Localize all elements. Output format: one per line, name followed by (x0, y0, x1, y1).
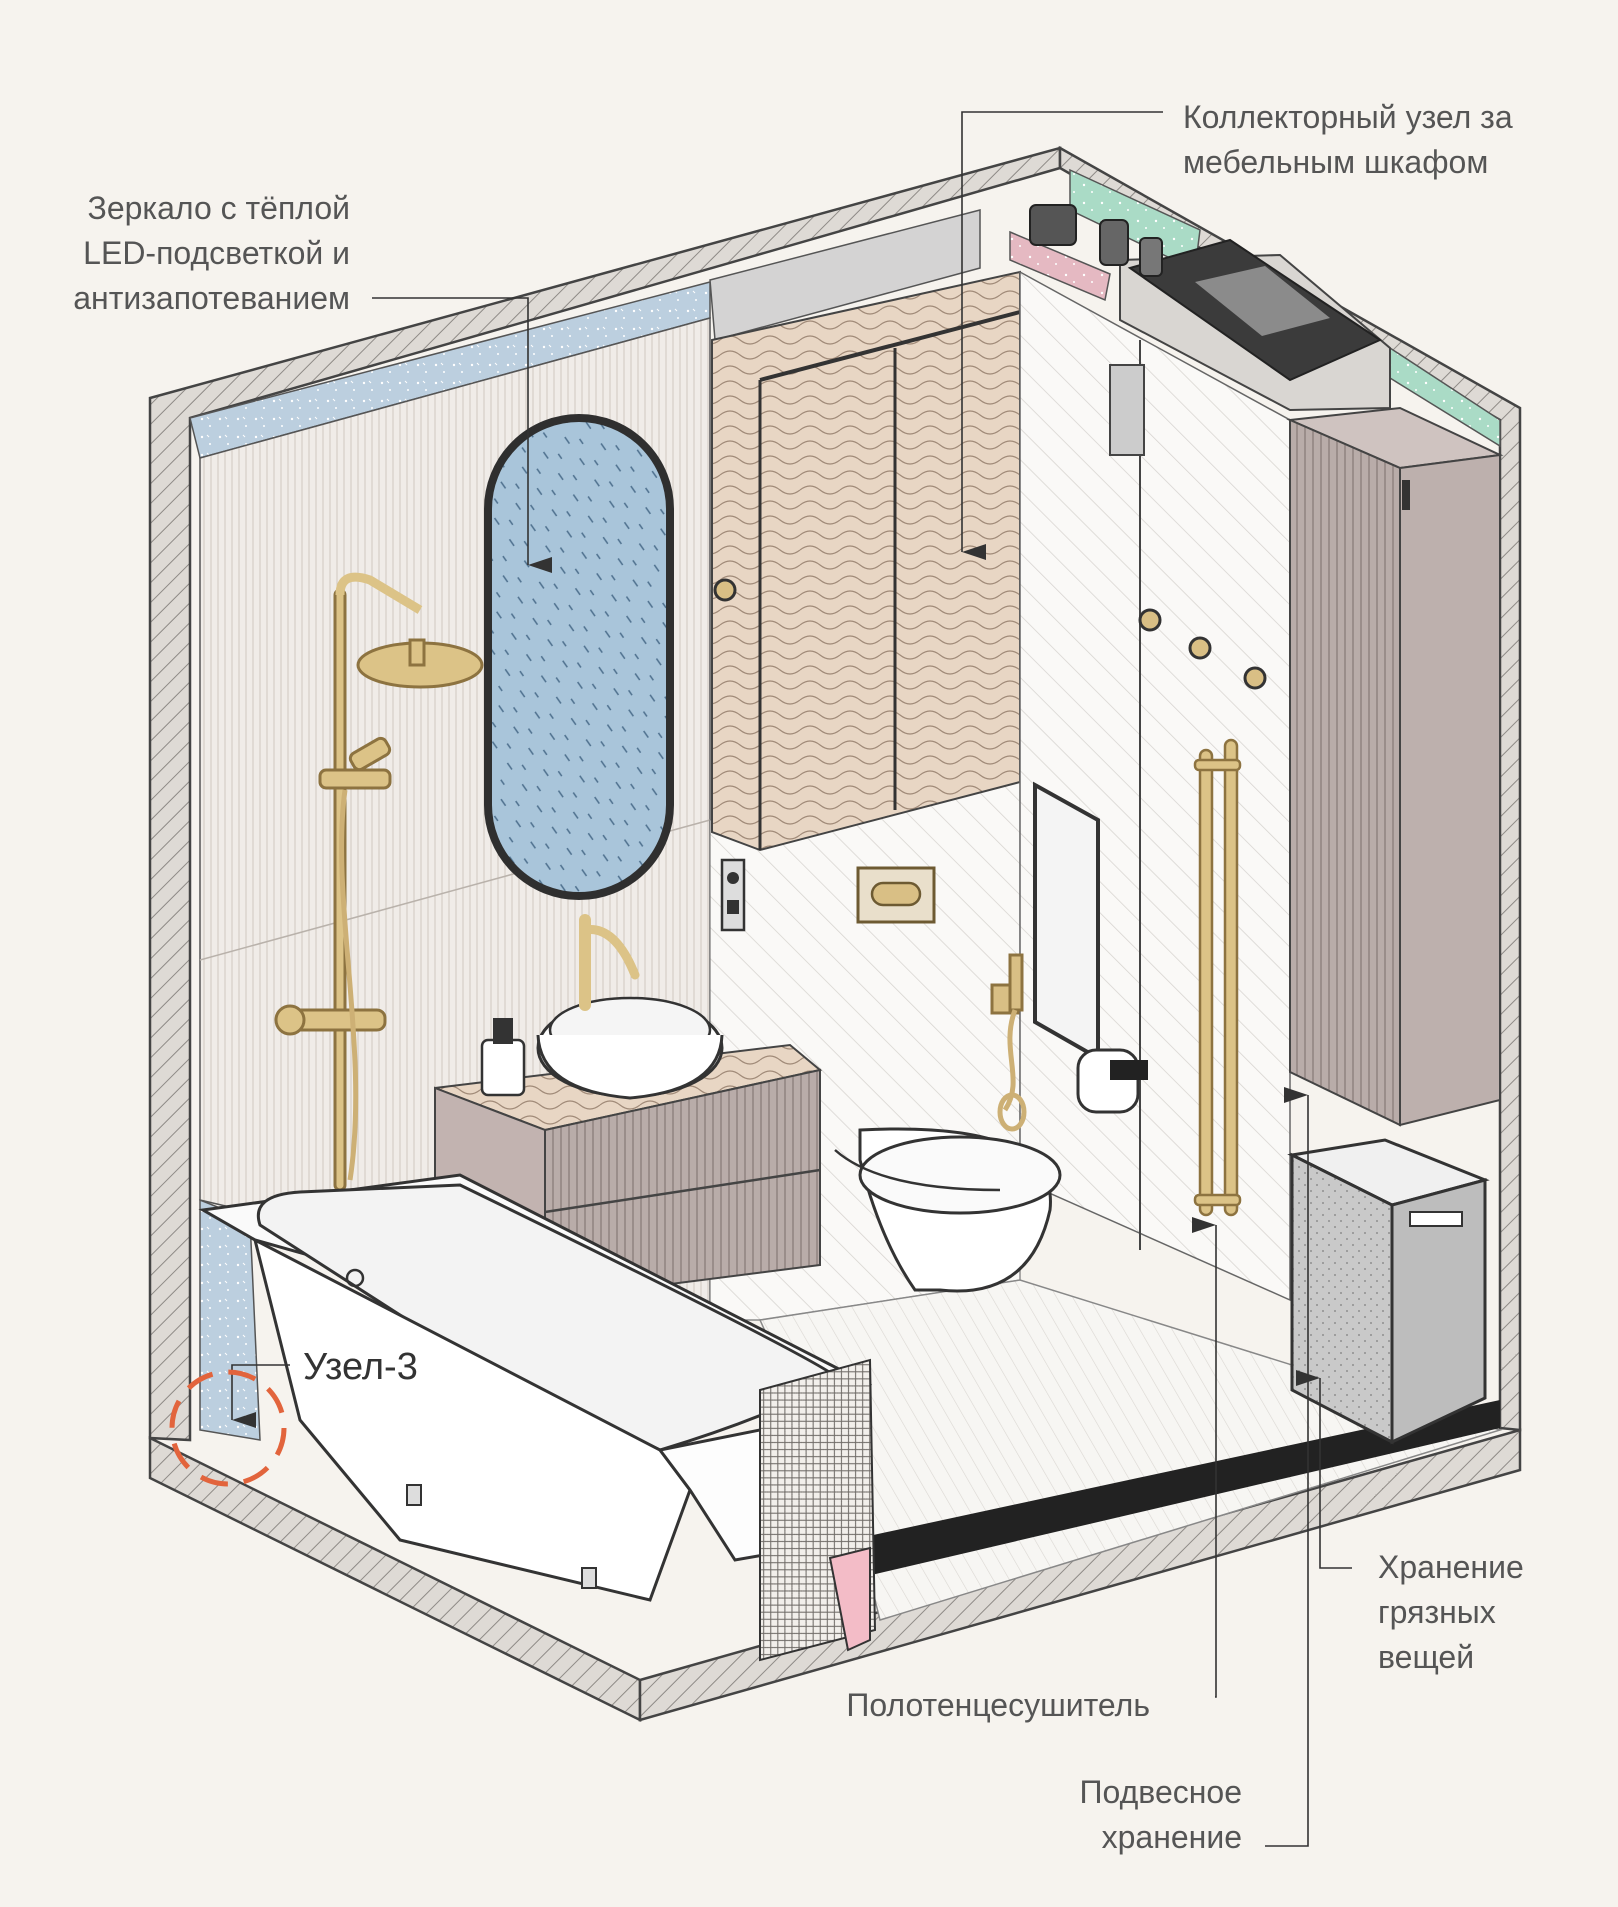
node-3-marker (169, 1369, 287, 1487)
wall-niche (1033, 781, 1100, 1062)
callout-laundry: Хранение грязных вещей (1378, 1545, 1524, 1680)
callout-hanging-line-2: хранение (1101, 1819, 1242, 1855)
callout-collector-line-2: мебельным шкафом (1183, 144, 1489, 180)
callout-hanging-storage: Подвесное хранение (1000, 1770, 1242, 1860)
callout-mirror-line-3: антизапотеванием (73, 280, 350, 316)
wall-switch (720, 858, 746, 932)
laundry-basket (1287, 1138, 1490, 1445)
callout-node-3-text: Узел-3 (303, 1346, 418, 1388)
wall-hung-toilet (834, 866, 1062, 1293)
toilet-paper-holder (1076, 1048, 1148, 1114)
shower-set (274, 572, 484, 1192)
callout-collector: Коллекторный узел за мебельным шкафом (1183, 95, 1513, 185)
callout-laundry-line-1: Хранение (1378, 1549, 1524, 1585)
insulation-layers (189, 168, 1501, 1441)
callout-mirror-line-2: LED-подсветкой и (83, 235, 350, 271)
callout-laundry-line-2: грязных (1378, 1594, 1496, 1630)
callout-hanging-line-1: Подвесное (1079, 1774, 1242, 1810)
callout-towel-rail: Полотенцесушитель (790, 1683, 1150, 1728)
wood-wardrobe (711, 270, 1021, 852)
callout-collector-line-1: Коллекторный узел за (1183, 99, 1513, 135)
oval-mirror (484, 414, 674, 900)
callout-node-3: Узел-3 (303, 1345, 418, 1390)
callout-mirror-line-1: Зеркало с тёплой (87, 190, 350, 226)
ventilation-grille (1109, 364, 1145, 456)
leader-lines (231, 111, 1352, 1847)
floor-edge (850, 1400, 1500, 1580)
tall-storage-cabinet (1286, 406, 1504, 1127)
right-wall-panel (1019, 270, 1291, 1302)
callout-towel-rail-text: Полотенцесушитель (846, 1687, 1150, 1723)
callout-laundry-line-3: вещей (1378, 1639, 1475, 1675)
wall-hooks (713, 578, 1267, 690)
top-shelf (1029, 204, 1391, 412)
callout-mirror: Зеркало с тёплой LED-подсветкой и антиза… (20, 186, 350, 321)
bathtub (198, 1173, 877, 1662)
bidet-shower (990, 953, 1027, 1132)
towel-rail (1193, 738, 1242, 1217)
